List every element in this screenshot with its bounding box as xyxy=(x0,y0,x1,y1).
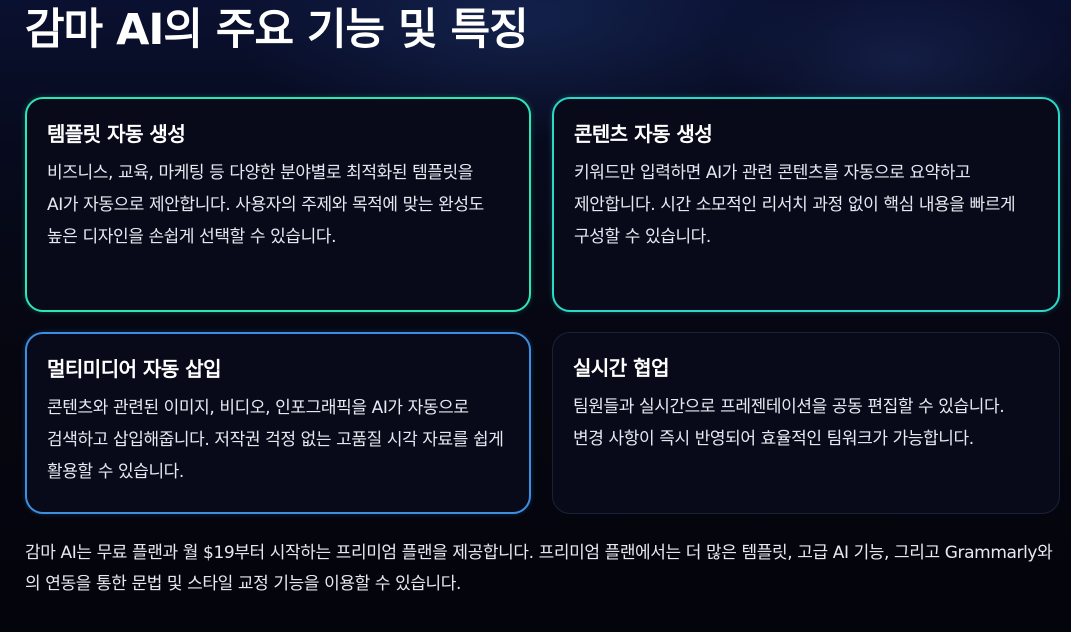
card-title: 멀티미디어 자동 삽입 xyxy=(47,357,222,381)
feature-card-realtime-collaboration: 실시간 협업 팀원들과 실시간으로 프레젠테이션을 공동 편집할 수 있습니다.… xyxy=(552,332,1060,514)
feature-card-content-generation: 콘텐츠 자동 생성 키워드만 입력하면 AI가 관련 콘텐츠를 자동으로 요약하… xyxy=(552,97,1060,312)
feature-card-multimedia-insertion: 멀티미디어 자동 삽입 콘텐츠와 관련된 이미지, 비디오, 인포그래픽을 AI… xyxy=(25,332,531,514)
pricing-summary-text: 감마 AI는 무료 플랜과 월 $19부터 시작하는 프리미엄 플랜을 제공합니… xyxy=(25,543,1053,594)
card-title: 콘텐츠 자동 생성 xyxy=(574,122,713,146)
card-description: 키워드만 입력하면 AI가 관련 콘텐츠를 자동으로 요약하고 제안합니다. 시… xyxy=(574,163,1016,247)
card-description: 콘텐츠와 관련된 이미지, 비디오, 인포그래픽을 AI가 자동으로 검색하고 … xyxy=(47,398,504,482)
page-title: 감마 AI의 주요 기능 및 특징 xyxy=(25,5,529,55)
card-description: 팀원들과 실시간으로 프레젠테이션을 공동 편집할 수 있습니다. 변경 사항이… xyxy=(573,397,1005,449)
card-title: 실시간 협업 xyxy=(573,356,669,380)
card-title: 템플릿 자동 생성 xyxy=(47,122,186,146)
feature-card-template-generation: 템플릿 자동 생성 비즈니스, 교육, 마케팅 등 다양한 분야별로 최적화된 … xyxy=(25,97,531,312)
card-description: 비즈니스, 교육, 마케팅 등 다양한 분야별로 최적화된 템플릿을 AI가 자… xyxy=(47,163,484,247)
